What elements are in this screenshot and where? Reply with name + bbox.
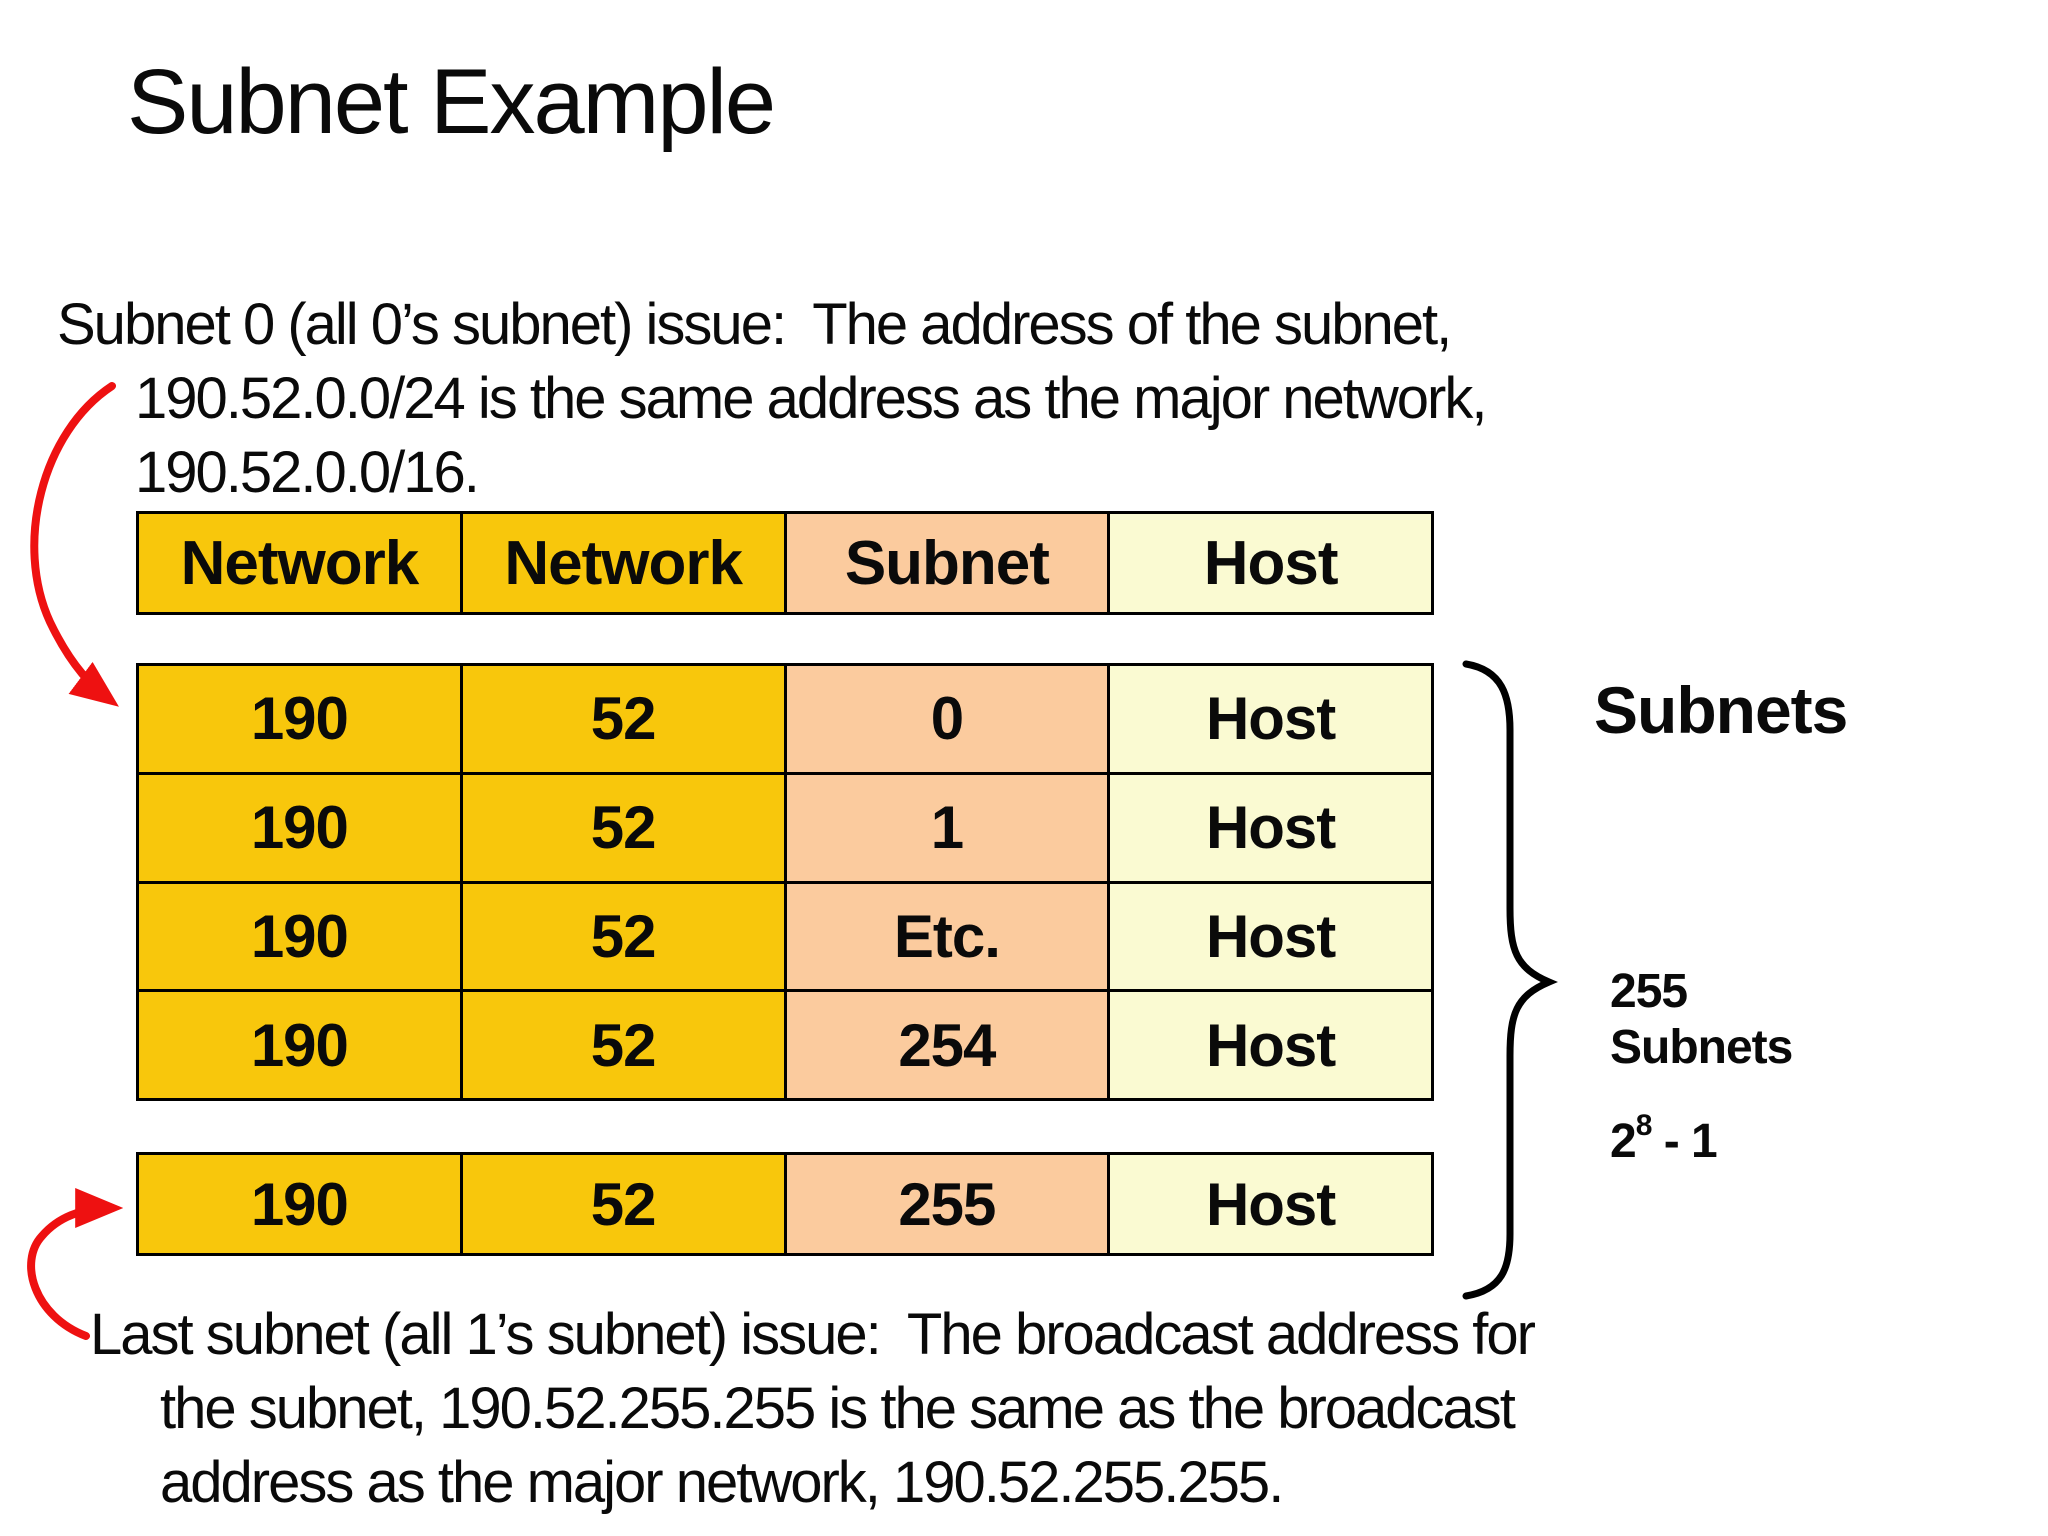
paragraph-line: Subnet 0 (all 0’s subnet) issue: The add… <box>57 292 1452 357</box>
last-subnet-row-table: 190 52 255 Host <box>136 1152 1434 1256</box>
table-cell: 52 <box>459 1155 784 1253</box>
subnet-count-line: 255 <box>1610 965 1688 1018</box>
table-cell: Host <box>1107 883 1431 990</box>
table-row-subnet-etc: 190 52 Etc. Host <box>139 880 1431 990</box>
table-cell: Host <box>1107 1155 1431 1253</box>
table-row: Network Network Subnet Host <box>139 514 1431 612</box>
table-cell: Host <box>1107 774 1431 881</box>
table-cell: 1 <box>783 774 1108 881</box>
table-cell: Etc. <box>783 883 1108 990</box>
table-row-subnet-255: 190 52 255 Host <box>139 1155 1431 1253</box>
table-cell: 190 <box>139 774 460 881</box>
table-cell: 254 <box>783 992 1108 1098</box>
table-cell: 0 <box>783 666 1108 772</box>
table-cell: 52 <box>459 666 784 772</box>
subnets-heading-label: Subnets <box>1594 673 1848 747</box>
table-cell: 52 <box>459 883 784 990</box>
table-cell: 190 <box>139 992 460 1098</box>
last-subnet-paragraph: Last subnet (all 1’s subnet) issue: The … <box>90 1298 1536 1520</box>
table-cell: 255 <box>783 1155 1108 1253</box>
table-row-subnet-1: 190 52 1 Host <box>139 771 1431 881</box>
table-cell: Host <box>1107 992 1431 1098</box>
formula-base: 2 <box>1610 1115 1637 1168</box>
header-cell-host: Host <box>1107 514 1431 612</box>
slide-title: Subnet Example <box>127 51 776 153</box>
table-row-subnet-0: 190 52 0 Host <box>139 666 1431 772</box>
subnet-count-line: Subnets <box>1610 1021 1793 1074</box>
paragraph-line: 190.52.0.0/16. <box>135 440 480 505</box>
table-row-subnet-254: 190 52 254 Host <box>139 989 1431 1098</box>
paragraph-line: Last subnet (all 1’s subnet) issue: The … <box>90 1302 1536 1367</box>
subnet-zero-paragraph: Subnet 0 (all 0’s subnet) issue: The add… <box>57 288 1487 510</box>
table-cell: 190 <box>139 1155 460 1253</box>
header-cell-subnet: Subnet <box>783 514 1108 612</box>
paragraph-line: address as the major network, 190.52.255… <box>160 1450 1284 1515</box>
formula-tail: - 1 <box>1651 1115 1718 1168</box>
subnet-rows-table: 190 52 0 Host 190 52 1 Host 190 52 Etc. … <box>136 663 1434 1101</box>
address-format-header-row: Network Network Subnet Host <box>136 511 1434 615</box>
header-cell-network-1: Network <box>139 514 460 612</box>
header-cell-network-2: Network <box>459 514 784 612</box>
table-cell: 190 <box>139 883 460 990</box>
table-cell: 52 <box>459 992 784 1098</box>
subnet-count-label: 255 Subnets <box>1610 964 1793 1076</box>
subnet-count-formula: 28 - 1 <box>1610 1111 1718 1169</box>
table-cell: 190 <box>139 666 460 772</box>
paragraph-line: the subnet, 190.52.255.255 is the same a… <box>160 1376 1516 1441</box>
formula-exponent: 8 <box>1635 1109 1653 1142</box>
table-cell: Host <box>1107 666 1431 772</box>
paragraph-line: 190.52.0.0/24 is the same address as the… <box>135 366 1487 431</box>
table-cell: 52 <box>459 774 784 881</box>
curly-brace-icon <box>1462 660 1558 1300</box>
